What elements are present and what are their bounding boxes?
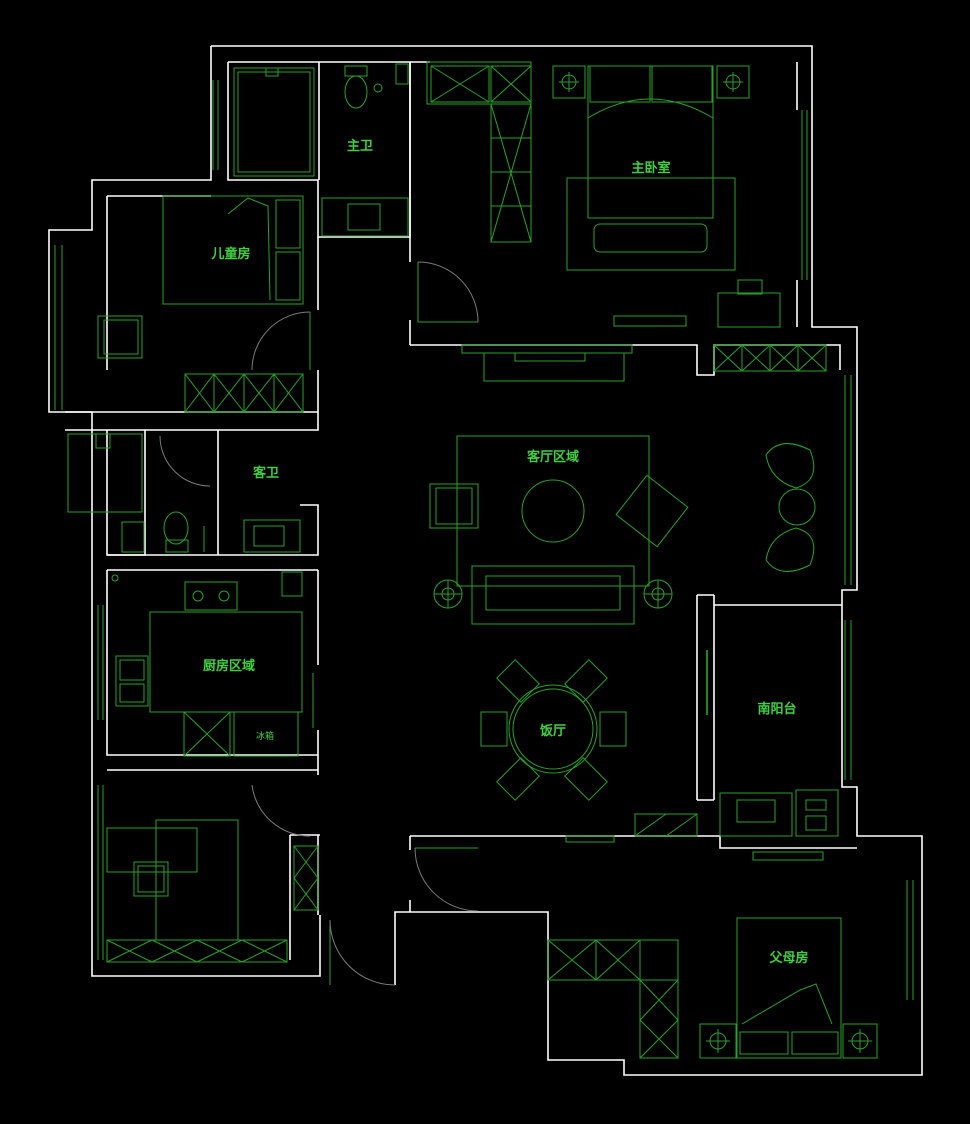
doors [159, 261, 708, 986]
balcony-furniture [719, 789, 839, 837]
master-bath-fixtures [233, 63, 409, 237]
windows [54, 80, 914, 1000]
master-bedroom-furniture [426, 61, 781, 382]
label-kitchen-area: 厨房区域 [203, 658, 255, 674]
label-master-bedroom: 主卧室 [631, 160, 670, 176]
label-south-balcony: 南阳台 [757, 701, 796, 717]
label-living-area: 客厅区域 [527, 449, 579, 465]
interior-walls [65, 61, 857, 960]
parents-room-furniture [547, 851, 878, 1059]
dining-furniture [480, 659, 698, 843]
label-master-bath: 主卫 [347, 138, 373, 154]
exterior-walls [48, 45, 923, 1076]
children-room-furniture [97, 195, 304, 413]
label-fridge: 冰箱 [256, 730, 274, 742]
kitchen-fixtures [111, 571, 303, 757]
label-children-room: 儿童房 [210, 246, 250, 262]
guest-bath-fixtures [67, 433, 301, 553]
bottom-left-room-furniture [106, 819, 319, 963]
living-room-furniture [429, 344, 827, 625]
label-guest-bath: 客卫 [253, 465, 279, 481]
label-dining-room: 饭厅 [539, 723, 566, 739]
label-parents-room: 父母房 [768, 950, 808, 966]
